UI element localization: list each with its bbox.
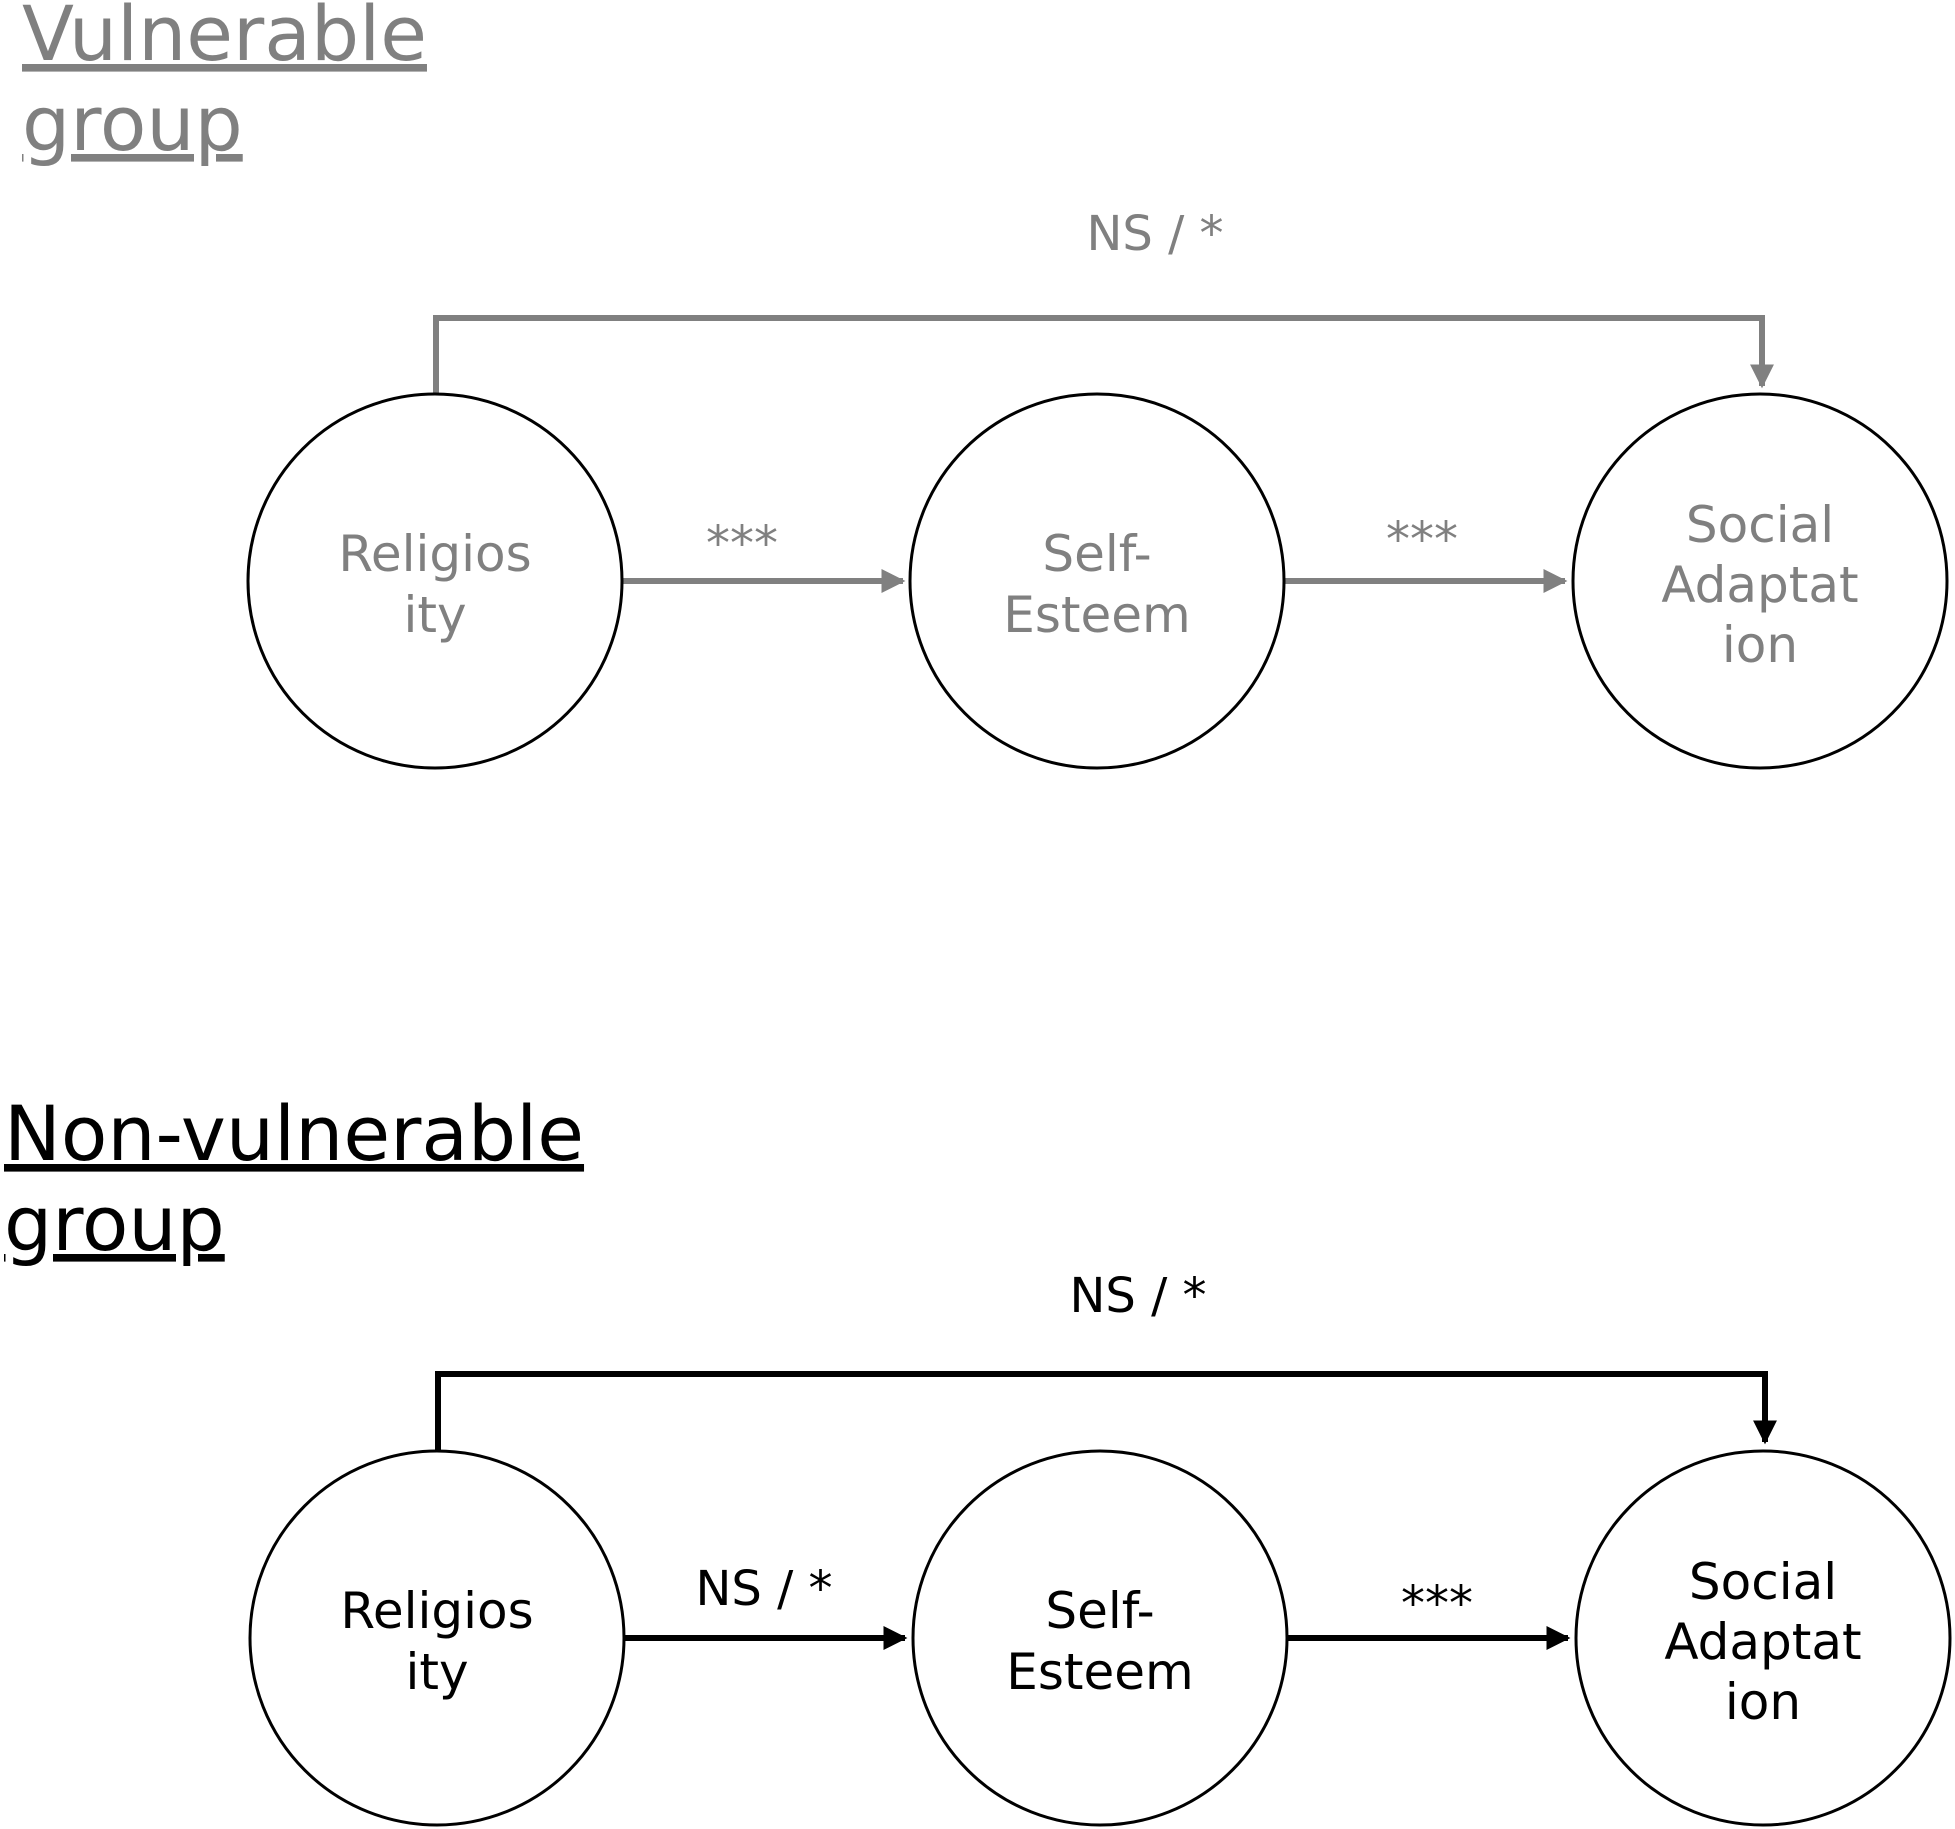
- panel-vulnerable: Vulnerable group NS / * *** *** Religios…: [22, 0, 1949, 770]
- panel-title-line: group: [4, 1179, 225, 1268]
- node-label-line: ity: [405, 1643, 468, 1701]
- node-label-line: ion: [1725, 1673, 1801, 1731]
- edge-label: NS / *: [695, 1561, 832, 1617]
- node-religiosity: Religios ity: [248, 1449, 626, 1827]
- panel-title-line: Non-vulnerable: [4, 1089, 584, 1178]
- node-religiosity: Religios ity: [246, 392, 624, 770]
- node-social-adaptation: Social Adaptat ion: [1571, 392, 1949, 770]
- node-label-line: Adaptat: [1661, 556, 1858, 614]
- node-label-line: ion: [1722, 616, 1798, 674]
- node-label-line: Adaptat: [1664, 1613, 1861, 1671]
- edge-label: ***: [1386, 512, 1458, 568]
- node-label-line: Self-: [1042, 525, 1151, 583]
- node-social-adaptation: Social Adaptat ion: [1574, 1449, 1952, 1827]
- panel-title-line: Vulnerable: [22, 0, 427, 78]
- edge-religiosity-to-social-adaptation: [433, 315, 1774, 396]
- node-label-line: ity: [403, 586, 466, 644]
- node-self-esteem: Self- Esteem: [911, 1449, 1289, 1827]
- node-label-line: Religios: [340, 1582, 533, 1640]
- edge-label: ***: [1401, 1576, 1473, 1632]
- node-label-line: Social: [1689, 1553, 1837, 1611]
- node-label-line: Esteem: [1006, 1643, 1193, 1701]
- node-label-line: Self-: [1045, 1582, 1154, 1640]
- node-label-line: Esteem: [1003, 586, 1190, 644]
- edge-label: NS / *: [1069, 1268, 1206, 1324]
- node-self-esteem: Self- Esteem: [908, 392, 1286, 770]
- node-label-line: Religios: [338, 525, 531, 583]
- edge-label: NS / *: [1086, 206, 1223, 262]
- panel-non-vulnerable: Non-vulnerable group NS / * NS / * *** R…: [4, 1089, 1952, 1827]
- edge-religiosity-to-social-adaptation: [435, 1371, 1777, 1452]
- node-label-line: Social: [1686, 496, 1834, 554]
- edge-label: ***: [706, 516, 778, 572]
- panel-title-line: group: [22, 79, 243, 168]
